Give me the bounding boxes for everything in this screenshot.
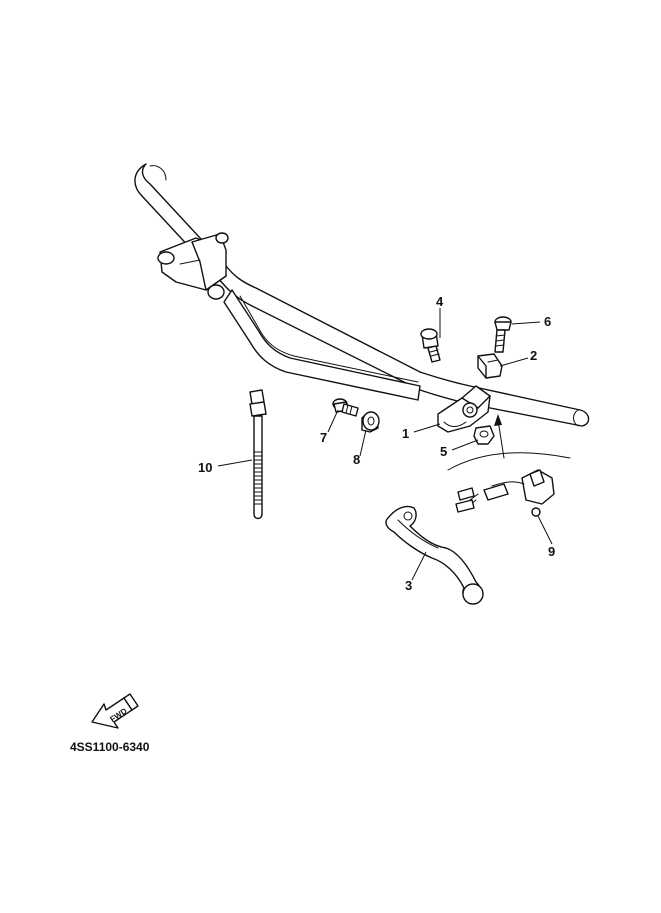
callout-1: 1 <box>402 426 409 441</box>
callout-6: 6 <box>544 314 551 329</box>
cable-tie-part-10 <box>249 389 267 520</box>
inset-bracket <box>447 414 571 471</box>
lever-part-3 <box>385 505 484 605</box>
callout-8: 8 <box>353 452 360 467</box>
bolt-part-7 <box>332 398 359 417</box>
lever-holder-part-1 <box>437 385 491 433</box>
collar-part-8 <box>361 411 380 433</box>
handlebar-clamp <box>157 232 229 300</box>
callout-3: 3 <box>405 578 412 593</box>
leader-lines <box>217 308 553 581</box>
callout-5: 5 <box>440 444 447 459</box>
switch-part-9 <box>455 469 555 517</box>
fwd-arrow-icon: FWD <box>91 693 139 729</box>
bracket-part-2 <box>477 353 503 379</box>
bolt-part-4 <box>420 328 441 363</box>
callout-7: 7 <box>320 430 327 445</box>
nut-part-5 <box>473 425 495 445</box>
callout-9: 9 <box>548 544 555 559</box>
reference-code: 4SS1100-6340 <box>70 740 150 754</box>
bolt-part-6 <box>494 316 512 353</box>
callout-10: 10 <box>198 460 212 475</box>
callout-2: 2 <box>530 348 537 363</box>
callout-4: 4 <box>436 294 444 309</box>
handlebar <box>134 163 590 427</box>
arrow-up-icon <box>494 414 502 426</box>
